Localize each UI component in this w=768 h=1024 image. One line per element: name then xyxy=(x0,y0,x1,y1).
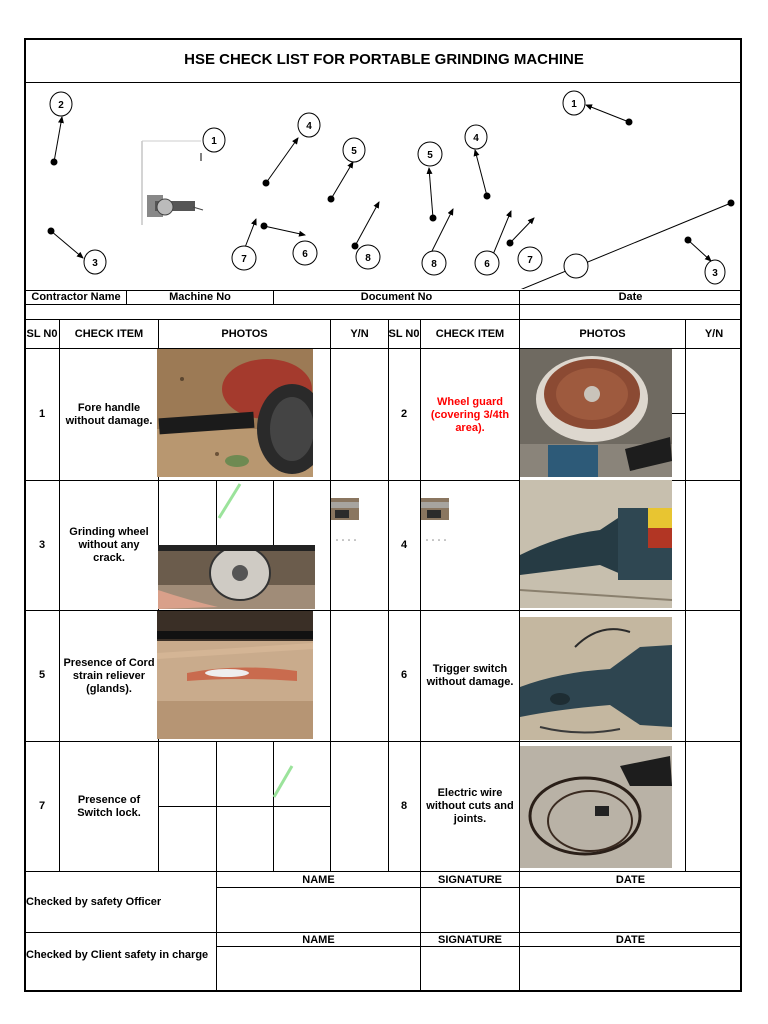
signature-header: SIGNATURE xyxy=(438,934,502,946)
photo-small-thumbnail xyxy=(421,484,449,546)
callout-number: 3 xyxy=(92,258,98,269)
callout-number: 3 xyxy=(712,268,718,279)
document-no-label: Document No xyxy=(360,291,433,303)
photo-trigger-switch xyxy=(520,617,672,740)
diagram-arrows xyxy=(47,104,735,289)
divider xyxy=(25,871,742,872)
photo-cord-strain-reliever xyxy=(157,611,313,739)
header-photos: PHOTOS xyxy=(221,328,268,340)
header-photos: PHOTOS xyxy=(579,328,626,340)
divider xyxy=(25,290,742,291)
callout-number: 2 xyxy=(58,100,64,111)
divider xyxy=(685,319,686,871)
photo-grinding-wheel xyxy=(158,545,315,609)
item-check-text: Presence of Switch lock. xyxy=(77,794,141,819)
item-sl-number: 8 xyxy=(400,800,408,812)
callout-number: 5 xyxy=(351,146,357,157)
divider xyxy=(25,82,742,83)
divider xyxy=(216,480,217,545)
item-sl-number: 3 xyxy=(38,539,46,551)
header-yn: Y/N xyxy=(704,328,724,340)
divider xyxy=(672,413,685,414)
divider xyxy=(273,480,274,545)
callout-number: 4 xyxy=(306,121,312,132)
item-check-text: Presence of Cord strain reliever (glands… xyxy=(63,657,155,695)
grinder-illustration xyxy=(141,140,204,225)
callout-circles xyxy=(49,90,726,285)
callout-number: 7 xyxy=(527,255,533,266)
item-sl-number: 2 xyxy=(400,408,408,420)
divider xyxy=(126,290,127,304)
check-mark xyxy=(217,483,242,519)
divider xyxy=(25,304,742,305)
item-check-text: Wheel guard (covering 3/4th area). xyxy=(430,396,510,434)
divider xyxy=(519,290,520,319)
callout-number: 1 xyxy=(211,136,217,147)
divider xyxy=(216,871,217,991)
divider xyxy=(25,932,742,933)
photo-electric-wire xyxy=(520,746,672,868)
divider xyxy=(273,290,274,304)
photo-small-thumbnail xyxy=(331,484,359,546)
item-sl-number: 4 xyxy=(400,539,408,551)
date-header: DATE xyxy=(615,874,646,886)
callout-numbers: 2 1 4 5 5 4 1 3 7 6 8 8 6 7 3 xyxy=(58,99,718,279)
page-title: HSE CHECK LIST FOR PORTABLE GRINDING MAC… xyxy=(184,51,584,68)
machine-no-label: Machine No xyxy=(169,291,231,303)
check-mark xyxy=(272,765,294,798)
item-check-text: Electric wire without cuts and joints. xyxy=(426,787,514,825)
date-header: DATE xyxy=(615,934,646,946)
divider xyxy=(216,946,742,947)
client-safety-label: Checked by Client safety in charge xyxy=(26,949,209,961)
signature-header: SIGNATURE xyxy=(438,874,502,886)
name-header: NAME xyxy=(302,934,335,946)
photo-grinder-body xyxy=(520,480,672,608)
diagram-area: 2 1 4 5 5 4 1 3 7 6 8 8 6 7 3 xyxy=(47,90,735,289)
date-label: Date xyxy=(618,291,643,303)
divider xyxy=(25,480,742,481)
item-sl-number: 7 xyxy=(38,800,46,812)
divider xyxy=(25,610,742,611)
divider xyxy=(158,806,330,807)
item-check-text: Fore handle without damage. xyxy=(65,402,153,427)
item-check-text: Grinding wheel without any crack. xyxy=(69,526,149,564)
callout-number: 5 xyxy=(427,150,433,161)
photo-wheel-guard xyxy=(520,349,672,477)
header-yn: Y/N xyxy=(350,328,369,340)
photo-fore-handle xyxy=(157,349,313,477)
callout-number: 6 xyxy=(302,249,308,260)
name-header: NAME xyxy=(302,874,335,886)
header-check-item: CHECK ITEM xyxy=(74,328,144,340)
divider xyxy=(519,871,520,991)
header-sl-no: SL N0 xyxy=(388,328,420,340)
divider xyxy=(25,348,742,349)
callout-number: 4 xyxy=(473,133,479,144)
item-sl-number: 1 xyxy=(38,408,46,420)
divider xyxy=(420,871,421,991)
divider xyxy=(330,319,331,871)
divider xyxy=(519,319,520,871)
item-sl-number: 5 xyxy=(38,669,46,681)
contractor-name-label: Contractor Name xyxy=(31,291,121,303)
checklist-border xyxy=(24,38,742,992)
safety-officer-label: Checked by safety Officer xyxy=(26,896,162,908)
callout-number: 6 xyxy=(484,259,490,270)
callout-number: 8 xyxy=(431,259,437,270)
callout-number: 7 xyxy=(241,254,247,265)
divider xyxy=(25,319,742,320)
divider xyxy=(25,741,742,742)
divider xyxy=(216,887,742,888)
divider xyxy=(388,319,389,871)
header-sl-no: SL N0 xyxy=(26,328,58,340)
item-check-text: Trigger switch without damage. xyxy=(426,663,514,688)
divider xyxy=(59,319,60,871)
callout-number: 1 xyxy=(571,99,577,110)
header-check-item: CHECK ITEM xyxy=(435,328,505,340)
callout-number: 8 xyxy=(365,253,371,264)
item-sl-number: 6 xyxy=(400,669,408,681)
divider xyxy=(420,319,421,871)
